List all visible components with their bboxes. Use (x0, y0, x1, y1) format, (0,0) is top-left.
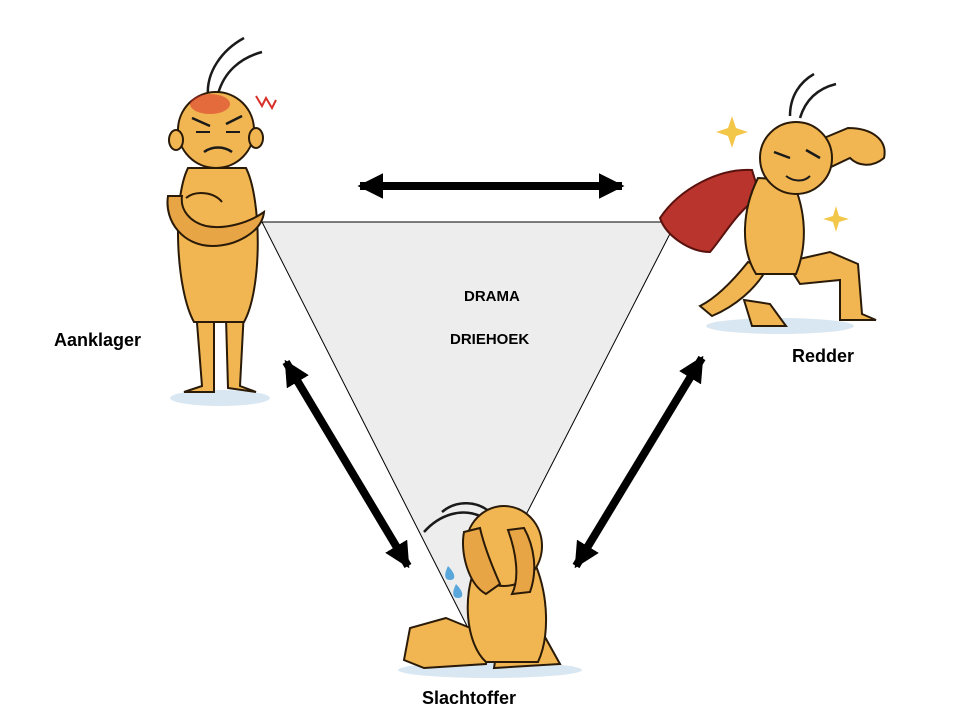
triangle-title-line1: DRAMA (464, 288, 520, 305)
rescuer-figure-icon (658, 72, 886, 334)
arrow-left-double (282, 359, 412, 569)
role-label-accuser: Aanklager (54, 330, 142, 350)
role-label-victim: Slachtoffer (422, 688, 517, 708)
triangle-title-line2: DRIEHOEK (450, 331, 530, 348)
arrow-right-double (572, 355, 706, 569)
role-label-rescuer: Redder (792, 346, 855, 366)
victim-figure-icon (398, 502, 582, 678)
accuser-figure-icon (166, 36, 277, 406)
